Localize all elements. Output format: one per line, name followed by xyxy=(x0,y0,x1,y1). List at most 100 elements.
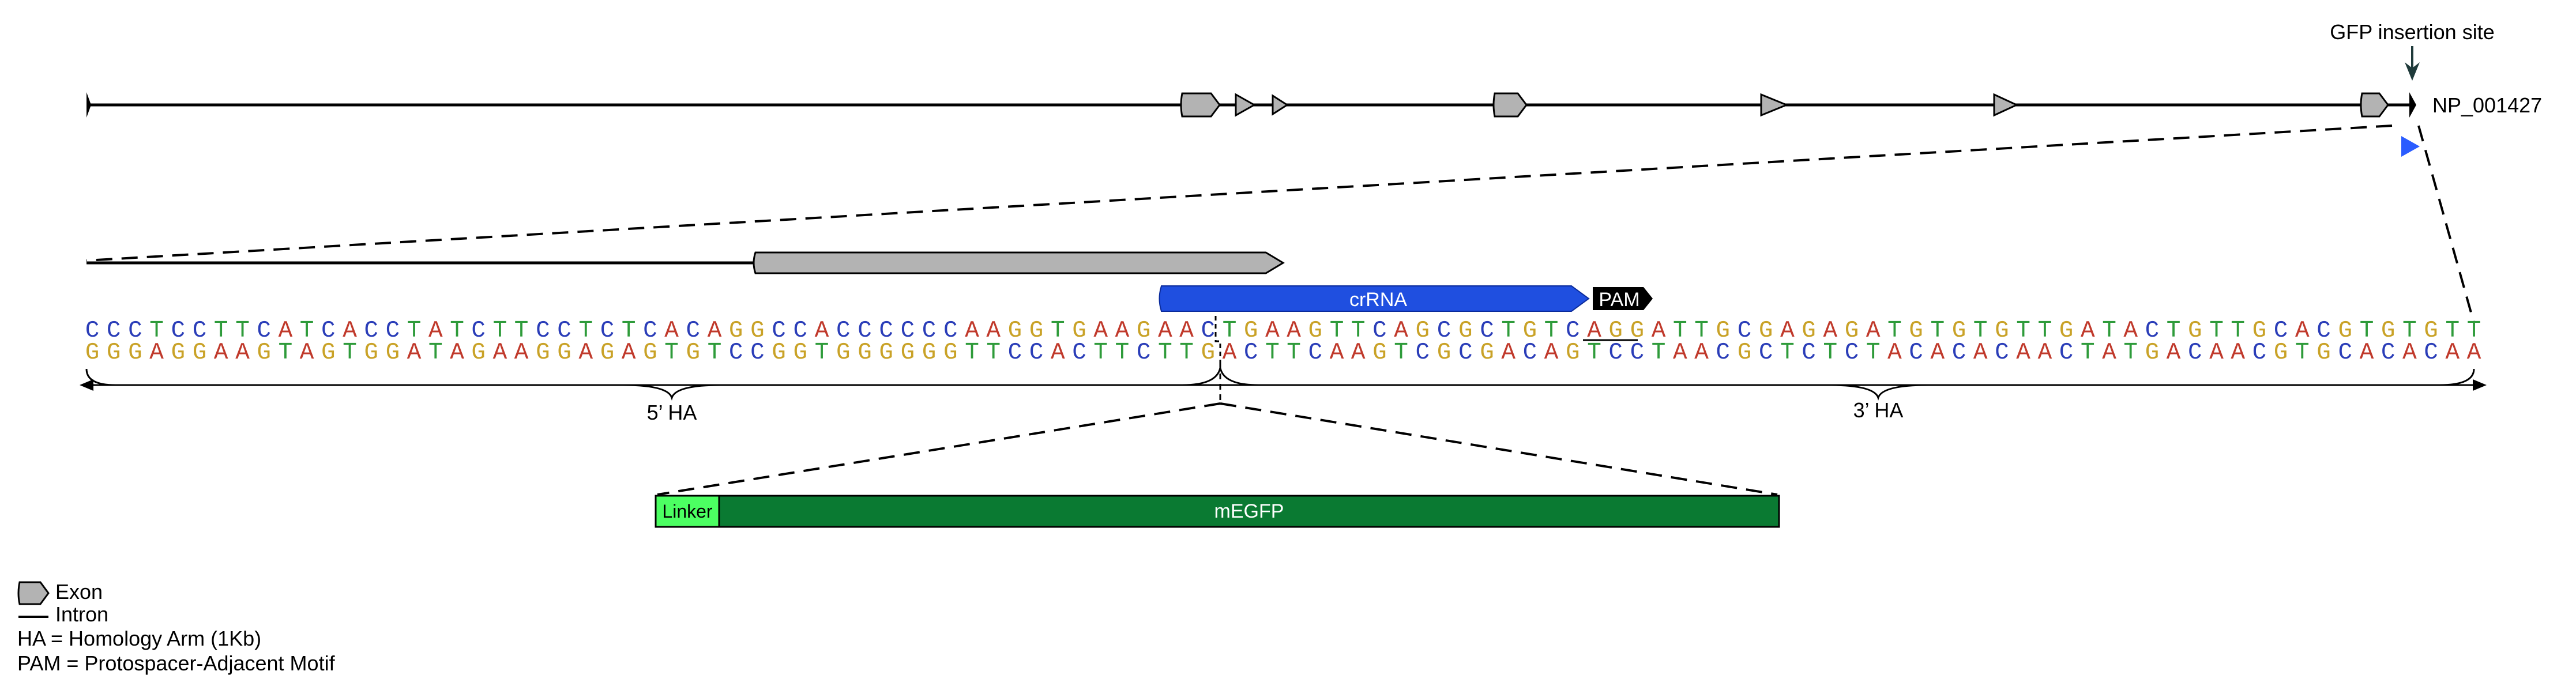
nucleotide: C xyxy=(2381,340,2396,366)
nucleotide: G xyxy=(600,340,615,366)
nucleotide: C xyxy=(793,318,807,344)
nucleotide: G xyxy=(557,340,571,366)
nucleotide: G xyxy=(772,340,786,366)
legend: Exon Intron HA = Homology Arm (1Kb) PAM … xyxy=(17,580,336,675)
nucleotide: T xyxy=(300,318,314,344)
zoomed-exon xyxy=(753,251,1285,274)
nucleotide: C xyxy=(536,318,550,344)
nucleotide: C xyxy=(85,318,100,344)
nucleotide: G xyxy=(471,340,486,366)
nucleotide: A xyxy=(407,340,422,366)
nucleotide: C xyxy=(858,318,872,344)
nucleotide: C xyxy=(1029,340,1044,366)
nucleotide: A xyxy=(1694,340,1709,366)
nucleotide: T xyxy=(1223,318,1237,344)
nucleotide: T xyxy=(2016,318,2030,344)
nucleotide: C xyxy=(1372,318,1387,344)
nucleotide: C xyxy=(1566,318,1580,344)
nucleotide: C xyxy=(364,318,378,344)
nucleotide: A xyxy=(664,318,679,344)
nucleotide: A xyxy=(1265,318,1280,344)
nucleotide: A xyxy=(1501,340,1515,366)
nucleotide: C xyxy=(836,318,851,344)
nucleotide: A xyxy=(2467,340,2481,366)
nucleotide: T xyxy=(1051,318,1065,344)
nucleotide: A xyxy=(2167,340,2181,366)
nucleotide: T xyxy=(1115,340,1130,366)
nucleotide: T xyxy=(2295,340,2310,366)
nucleotide: A xyxy=(149,340,164,366)
nucleotide: C xyxy=(1480,318,1494,344)
nucleotide: G xyxy=(2059,318,2074,344)
nucleotide: G xyxy=(1008,318,1022,344)
nucleotide: A xyxy=(1158,318,1172,344)
gene-track: NP_001427 GFP insertion site xyxy=(87,20,2542,157)
nucleotide: C xyxy=(1072,340,1086,366)
nucleotide: C xyxy=(1845,340,1859,366)
nucleotide: T xyxy=(1544,318,1559,344)
nucleotide: C xyxy=(1437,318,1451,344)
nucleotide: G xyxy=(1952,318,1966,344)
nucleotide: G xyxy=(257,340,271,366)
nucleotide: G xyxy=(128,340,142,366)
nucleotide: C xyxy=(2059,340,2074,366)
nucleotide: T xyxy=(343,340,357,366)
nucleotide: A xyxy=(300,340,314,366)
legend-ha-definition: HA = Homology Arm (1Kb) xyxy=(17,627,261,650)
nucleotide: C xyxy=(1738,318,1752,344)
nucleotide: T xyxy=(965,340,979,366)
nucleotide: C xyxy=(729,340,743,366)
nucleotide: G xyxy=(2381,318,2396,344)
nucleotide: G xyxy=(750,318,765,344)
nucleotide: G xyxy=(643,340,657,366)
nucleotide: A xyxy=(1544,340,1559,366)
nucleotide: A xyxy=(986,318,1001,344)
nucleotide: C xyxy=(600,318,615,344)
crrna-label: crRNA xyxy=(1349,289,1407,311)
cut-site-marker xyxy=(2401,136,2420,157)
nucleotide: T xyxy=(986,340,1001,366)
nucleotide: A xyxy=(1823,318,1837,344)
nucleotide: A xyxy=(1780,318,1795,344)
nucleotide: C xyxy=(901,318,915,344)
nucleotide: G xyxy=(1372,340,1387,366)
nucleotide: G xyxy=(1029,318,1044,344)
homology-arms: 5’ HA 3’ HA xyxy=(80,367,2487,424)
nucleotide: T xyxy=(149,318,164,344)
nucleotide: G xyxy=(1480,340,1494,366)
nucleotide: T xyxy=(2360,318,2374,344)
nucleotide: G xyxy=(1566,340,1580,366)
nucleotide: T xyxy=(1179,340,1194,366)
nucleotide: C xyxy=(1608,340,1623,366)
nucleotide: T xyxy=(1587,340,1601,366)
nucleotide: T xyxy=(235,318,250,344)
nucleotide: C xyxy=(643,318,657,344)
nucleotide: C xyxy=(2188,340,2202,366)
nucleotide: A xyxy=(2123,318,2138,344)
nucleotide: T xyxy=(2402,318,2417,344)
nucleotide: G xyxy=(2274,340,2288,366)
nucleotide: A xyxy=(1930,340,1945,366)
nucleotide: C xyxy=(2338,340,2352,366)
nucleotide: A xyxy=(1351,340,1366,366)
egfp-box xyxy=(718,495,1780,528)
nucleotide: C xyxy=(1716,340,1730,366)
insertion-site-label: GFP insertion site xyxy=(2330,20,2494,44)
ha-right-arrowhead xyxy=(2473,379,2487,391)
nucleotide: G xyxy=(1802,318,1816,344)
exon-6 xyxy=(1993,93,2019,117)
nucleotide: T xyxy=(815,340,829,366)
nucleotide: G xyxy=(107,340,121,366)
nucleotide: A xyxy=(1330,340,1344,366)
nucleotide: A xyxy=(1866,318,1881,344)
nucleotide: A xyxy=(2016,340,2030,366)
nucleotide: C xyxy=(922,318,937,344)
pam-label: PAM xyxy=(1599,289,1639,311)
nucleotide: A xyxy=(493,340,507,366)
nucleotide: T xyxy=(622,318,636,344)
nucleotide: A xyxy=(1051,340,1065,366)
exon-4 xyxy=(1492,92,1528,118)
exon-1 xyxy=(1180,92,1221,118)
